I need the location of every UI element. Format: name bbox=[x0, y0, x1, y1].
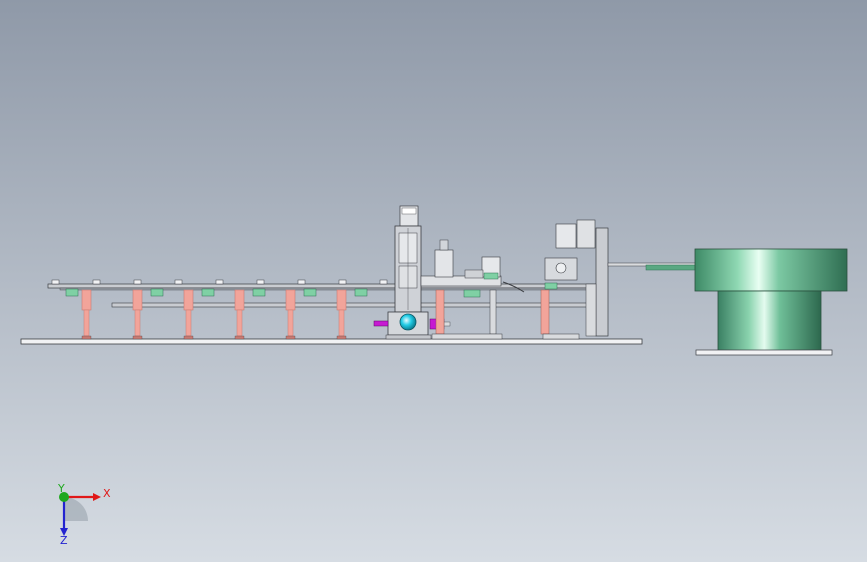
rail-bolt bbox=[379, 279, 388, 285]
rotary-index-unit bbox=[373, 311, 451, 340]
support-leg bbox=[234, 289, 245, 340]
x-axis-label: X bbox=[103, 487, 111, 500]
rail-bolt bbox=[338, 279, 347, 285]
guide-block bbox=[65, 288, 79, 297]
support-leg bbox=[285, 289, 296, 340]
rail-bolt bbox=[92, 279, 101, 285]
support-leg bbox=[81, 289, 92, 340]
rail-bolts bbox=[51, 279, 388, 285]
y-axis-dot bbox=[59, 492, 69, 502]
support-leg bbox=[336, 289, 347, 340]
rail-bolt bbox=[51, 279, 60, 285]
rail-bolt bbox=[215, 279, 224, 285]
gripper-station bbox=[540, 219, 609, 340]
guide-block bbox=[354, 288, 368, 297]
guide-block bbox=[303, 288, 317, 297]
support-leg bbox=[183, 289, 194, 340]
support-legs bbox=[81, 289, 347, 340]
base-plate bbox=[20, 338, 643, 345]
guide-block bbox=[201, 288, 215, 297]
guide-block bbox=[150, 288, 164, 297]
z-axis-label: Z bbox=[60, 534, 68, 547]
y-axis-label: Y bbox=[57, 482, 65, 495]
vibratory-bowl-feeder bbox=[694, 248, 848, 356]
work-station-frame bbox=[420, 239, 525, 340]
vertical-lift-column bbox=[394, 205, 422, 313]
rail-bolt bbox=[174, 279, 183, 285]
guide-block bbox=[252, 288, 266, 297]
rail-bolt bbox=[133, 279, 142, 285]
coordinate-triad: X Y Z bbox=[57, 482, 111, 547]
rail-bolt bbox=[256, 279, 265, 285]
rail-bolt bbox=[297, 279, 306, 285]
support-leg bbox=[132, 289, 143, 340]
conveyor-top-rail bbox=[47, 283, 601, 291]
